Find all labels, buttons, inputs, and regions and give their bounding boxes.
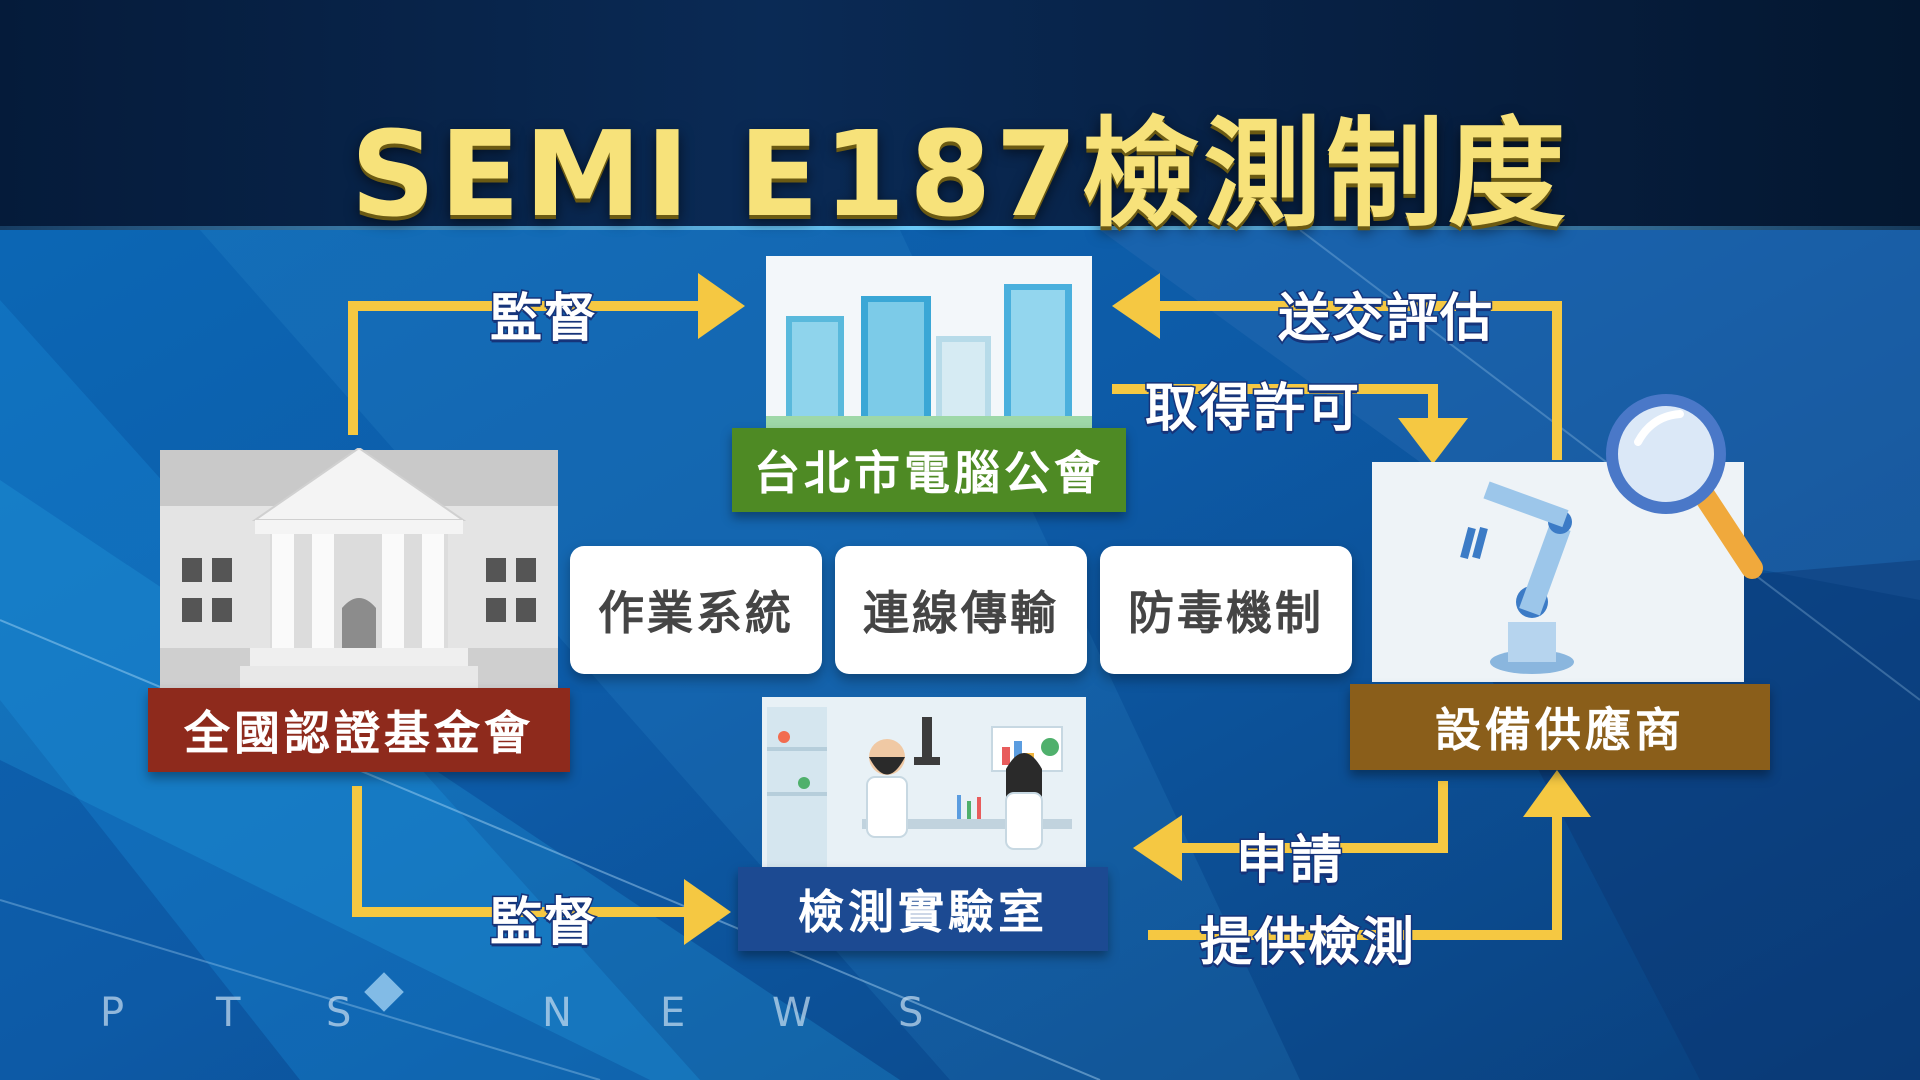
arrow-obtain-permission	[1112, 384, 1438, 420]
lab-illustration	[762, 697, 1086, 867]
watermark-letter-e: E	[660, 990, 686, 1036]
watermark-letter-s2: S	[898, 990, 924, 1036]
lab-plate: 檢測實驗室	[738, 867, 1108, 951]
label-apply: 申請	[1234, 830, 1345, 893]
watermark-letter-t: T	[216, 990, 241, 1036]
laboratory-icon	[762, 697, 1086, 867]
watermark-letter-w: W	[772, 990, 812, 1036]
arrow-apply	[1180, 781, 1448, 853]
label-supervise-top: 監督	[488, 288, 599, 351]
arrow-supervise-bottom	[352, 786, 685, 917]
watermark-letter-p: P	[100, 990, 125, 1036]
label-obtain-permission: 取得許可	[1143, 378, 1362, 441]
arrowhead-obtain-permission	[1398, 418, 1468, 464]
arrow-supervise-top	[348, 301, 700, 435]
city-buildings-icon	[766, 256, 1092, 428]
building-icon	[160, 448, 558, 688]
check-connection-transmission: 連線傳輸	[835, 546, 1087, 674]
page-title: SEMI E187檢測制度	[350, 105, 1570, 243]
label-submit-evaluation: 送交評估	[1276, 288, 1495, 351]
label-provide-testing: 提供檢測	[1198, 912, 1417, 975]
arrowhead-provide-testing	[1523, 770, 1591, 817]
arrowhead-apply	[1133, 815, 1182, 881]
arrowhead-submit-evaluation	[1112, 273, 1160, 339]
arrow-submit-evaluation	[1158, 301, 1562, 460]
check-antivirus-mechanism: 防毒機制	[1100, 546, 1352, 674]
watermark-letter-s: S	[326, 990, 352, 1036]
title-band	[0, 0, 1920, 230]
title-divider	[0, 226, 1920, 230]
foundation-plate: 全國認證基金會	[148, 688, 570, 772]
arrowhead-supervise-bottom	[684, 879, 731, 945]
association-illustration	[766, 256, 1092, 428]
magnifier-icon	[1602, 392, 1764, 580]
supplier-plate: 設備供應商	[1350, 684, 1770, 770]
label-supervise-bottom: 監督	[488, 892, 599, 955]
arrow-provide-testing	[1148, 815, 1562, 940]
arrowhead-supervise-top	[698, 273, 745, 339]
check-operating-system: 作業系統	[570, 546, 822, 674]
association-plate: 台北市電腦公會	[732, 428, 1126, 512]
foundation-illustration	[160, 448, 558, 688]
watermark-letter-n: N	[542, 990, 572, 1036]
